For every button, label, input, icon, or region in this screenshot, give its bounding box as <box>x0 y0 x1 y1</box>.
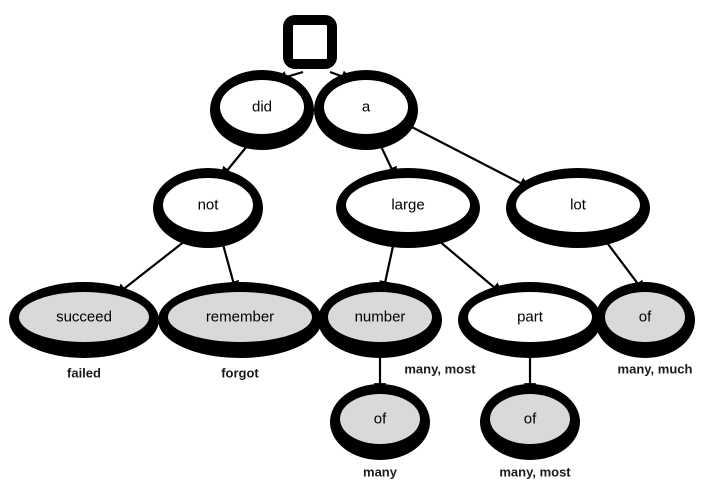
node-fill <box>468 292 592 342</box>
sublabel-of_lot: many, much <box>618 362 693 377</box>
node-of_part[interactable]: of <box>480 384 580 460</box>
node-of_num[interactable]: of <box>330 384 430 460</box>
node-label: of <box>524 411 537 428</box>
node-fill <box>328 292 432 342</box>
node-fill <box>168 292 312 342</box>
node-label: a <box>362 99 371 116</box>
node-did[interactable]: did <box>210 70 314 150</box>
sublabel-layer: failed forgot many, most many, much many many… <box>67 362 692 480</box>
node-a[interactable]: a <box>314 70 418 150</box>
node-of_lot[interactable]: of <box>595 282 695 358</box>
node-root[interactable] <box>283 15 337 69</box>
node-label: of <box>374 411 387 428</box>
node-label: not <box>198 197 220 214</box>
sublabel-remember: forgot <box>221 366 259 381</box>
node-fill <box>220 80 304 134</box>
node-not[interactable]: not <box>153 168 263 248</box>
node-fill <box>516 178 640 232</box>
node-label: part <box>517 309 544 326</box>
node-fill <box>19 292 149 342</box>
edge-large-to-part <box>431 234 503 295</box>
node-layer: did a not large lot succeed remember number part… <box>9 15 695 460</box>
root-fill <box>293 25 327 59</box>
node-label: large <box>391 197 424 214</box>
node-fill <box>324 80 408 134</box>
node-part[interactable]: part <box>458 282 602 358</box>
sublabel-of_part: many, most <box>499 465 571 480</box>
node-succeed[interactable]: succeed <box>9 282 159 358</box>
node-number[interactable]: number <box>318 282 442 358</box>
edge-not-to-succeed <box>115 236 191 296</box>
sublabel-number: many, most <box>404 362 476 377</box>
node-fill <box>346 178 470 232</box>
node-label: succeed <box>56 309 112 326</box>
edge-line <box>403 122 532 189</box>
node-label: lot <box>570 197 587 214</box>
edge-line <box>115 236 191 296</box>
node-fill <box>605 292 685 342</box>
node-lot[interactable]: lot <box>506 168 650 248</box>
node-fill <box>490 394 570 444</box>
node-label: of <box>639 309 652 326</box>
node-large[interactable]: large <box>336 168 480 248</box>
node-label: remember <box>206 309 274 326</box>
sublabel-succeed: failed <box>67 366 101 381</box>
node-fill <box>163 178 253 232</box>
sublabel-of_num: many <box>363 465 398 480</box>
node-fill <box>340 394 420 444</box>
edge-a-to-lot <box>403 122 532 189</box>
node-label: number <box>355 309 406 326</box>
node-label: did <box>252 99 272 116</box>
edge-line <box>431 234 503 295</box>
node-remember[interactable]: remember <box>158 282 322 358</box>
